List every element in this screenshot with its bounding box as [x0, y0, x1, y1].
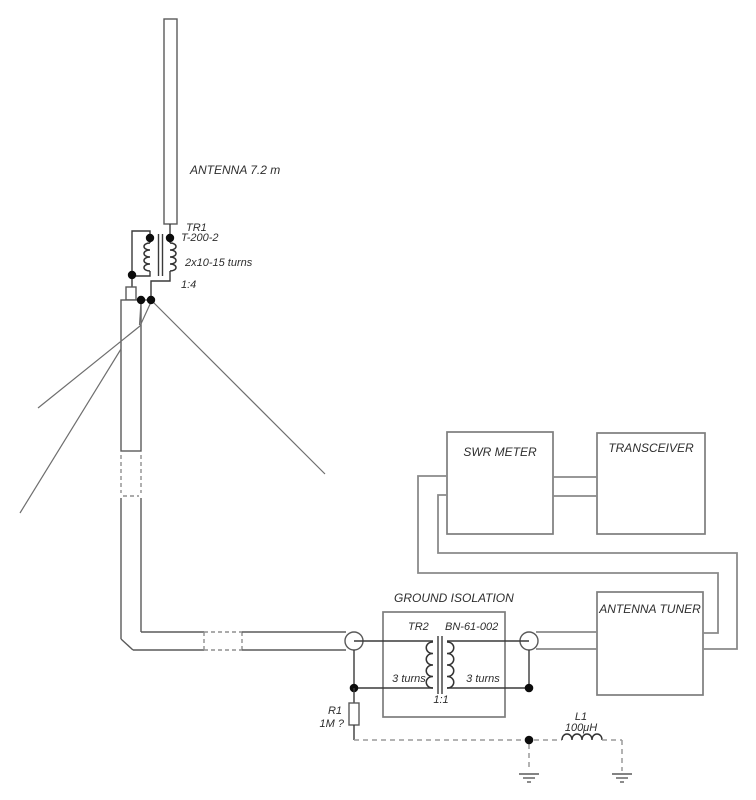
tr1-left-bottom-lead [132, 271, 151, 277]
tr2-right-turns-label: 3 turns [466, 673, 500, 685]
antenna-tuner-box [596, 591, 704, 696]
tr1-mast-junction-dot [127, 270, 137, 280]
ground-isolation-title: GROUND ISOLATION [394, 591, 514, 605]
earth-ground-right [612, 773, 632, 783]
guy-bridle-right [139, 301, 152, 327]
tr1-right-bottom-lead [150, 271, 171, 300]
mast-top-dot-left [136, 295, 146, 305]
tr1-right-winding [169, 242, 177, 272]
tr1-ratio-label: 1:4 [181, 279, 196, 291]
ground-network: L1 100μH [354, 711, 632, 783]
guy-wire-right [150, 299, 326, 475]
ground-bus-junction [524, 735, 534, 745]
l1-inductor [561, 733, 603, 741]
swr-meter-label: SWR METER [463, 445, 537, 459]
mast [19, 286, 346, 651]
tr2-name-label: TR2 [408, 621, 429, 633]
tr1-transformer: TR1 T-200-2 2x10-15 turns 1:4 [127, 222, 253, 300]
tr2-right-bottom-junction [524, 683, 534, 693]
tr1-core-label: T-200-2 [181, 232, 219, 244]
tr2-core-label: BN-61-002 [445, 621, 498, 633]
tr1-name-label: TR1 [186, 222, 207, 234]
r1-value-label: 1M ? [320, 718, 345, 730]
transceiver-box [596, 432, 706, 535]
swr-meter-box [446, 431, 554, 535]
tr1-right-polarity-dot [165, 233, 175, 243]
antenna-rod [163, 18, 178, 225]
l1-value-label: 100μH [565, 722, 597, 734]
r1-resistor: R1 1M ? [320, 688, 360, 740]
tr1-left-polarity-dot [145, 233, 155, 243]
mast-upper-section [120, 299, 142, 452]
tr1-turns-label: 2x10-15 turns [184, 257, 253, 269]
swr-to-tuner-path2 [437, 494, 738, 650]
r1-name-label: R1 [328, 705, 342, 717]
antenna-tuner-label: ANTENNA TUNER [598, 602, 701, 616]
tr2-left-winding [425, 641, 434, 689]
ground-isolation-box [382, 611, 506, 718]
earth-ground-left [519, 773, 539, 783]
tr2-right-winding [446, 641, 455, 689]
guy-wire-left-lower [19, 348, 122, 514]
mast-top-stub [125, 286, 137, 301]
tr2-ratio-label: 1:1 [433, 694, 448, 706]
station-equipment: SWR METER TRANSCEIVER ANTENNA TUNER [446, 431, 706, 696]
ground-isolation: GROUND ISOLATION TR2 BN-61-002 3 turns 3… [344, 591, 539, 718]
tr2-left-turns-label: 3 turns [392, 673, 426, 685]
r1-body [348, 702, 360, 726]
tube-corner-chamfer [120, 638, 134, 651]
antenna-label: ANTENNA 7.2 m [189, 163, 280, 177]
guy-bridle-left [138, 301, 142, 326]
swr-to-tuner-path1 [417, 475, 719, 634]
interconnects [417, 475, 738, 650]
guy-wire-left-upper [37, 325, 141, 409]
transceiver-label: TRANSCEIVER [608, 441, 694, 455]
mast-top-dot-right [146, 295, 156, 305]
tr1-left-winding [143, 242, 151, 272]
antenna-element: ANTENNA 7.2 m [163, 18, 280, 225]
l1-name-label: L1 [575, 711, 587, 723]
